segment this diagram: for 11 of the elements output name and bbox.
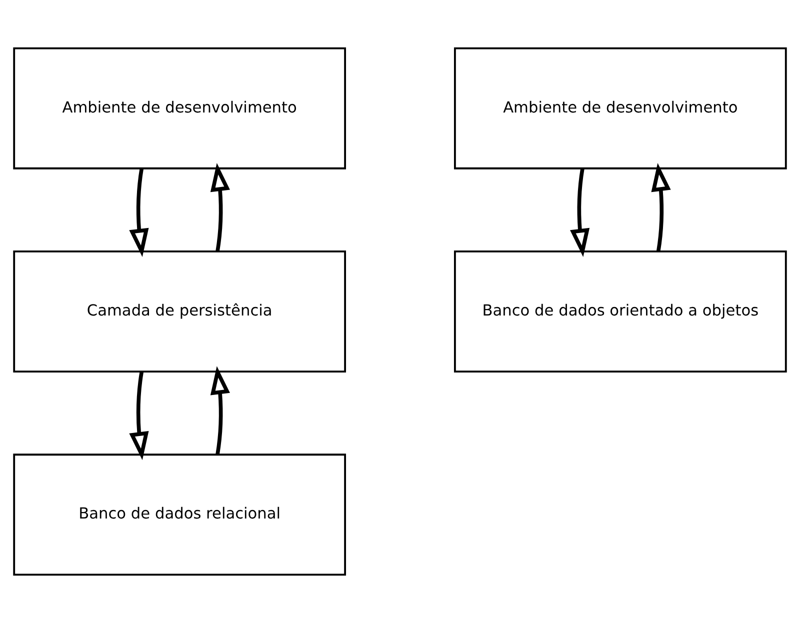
arrow [128, 168, 148, 257]
node-box: Banco de dados orientado a objetos [453, 250, 786, 373]
arrow [650, 162, 670, 252]
arrow [210, 366, 230, 455]
arrow [570, 168, 590, 257]
node-box: Ambiente de desenvolvimento [12, 47, 346, 170]
node-box: Ambiente de desenvolvimento [453, 47, 786, 170]
node-box: Camada de persistência [12, 250, 346, 373]
arrow [128, 372, 148, 460]
arrow [210, 162, 230, 252]
node-box: Banco de dados relacional [12, 454, 346, 576]
